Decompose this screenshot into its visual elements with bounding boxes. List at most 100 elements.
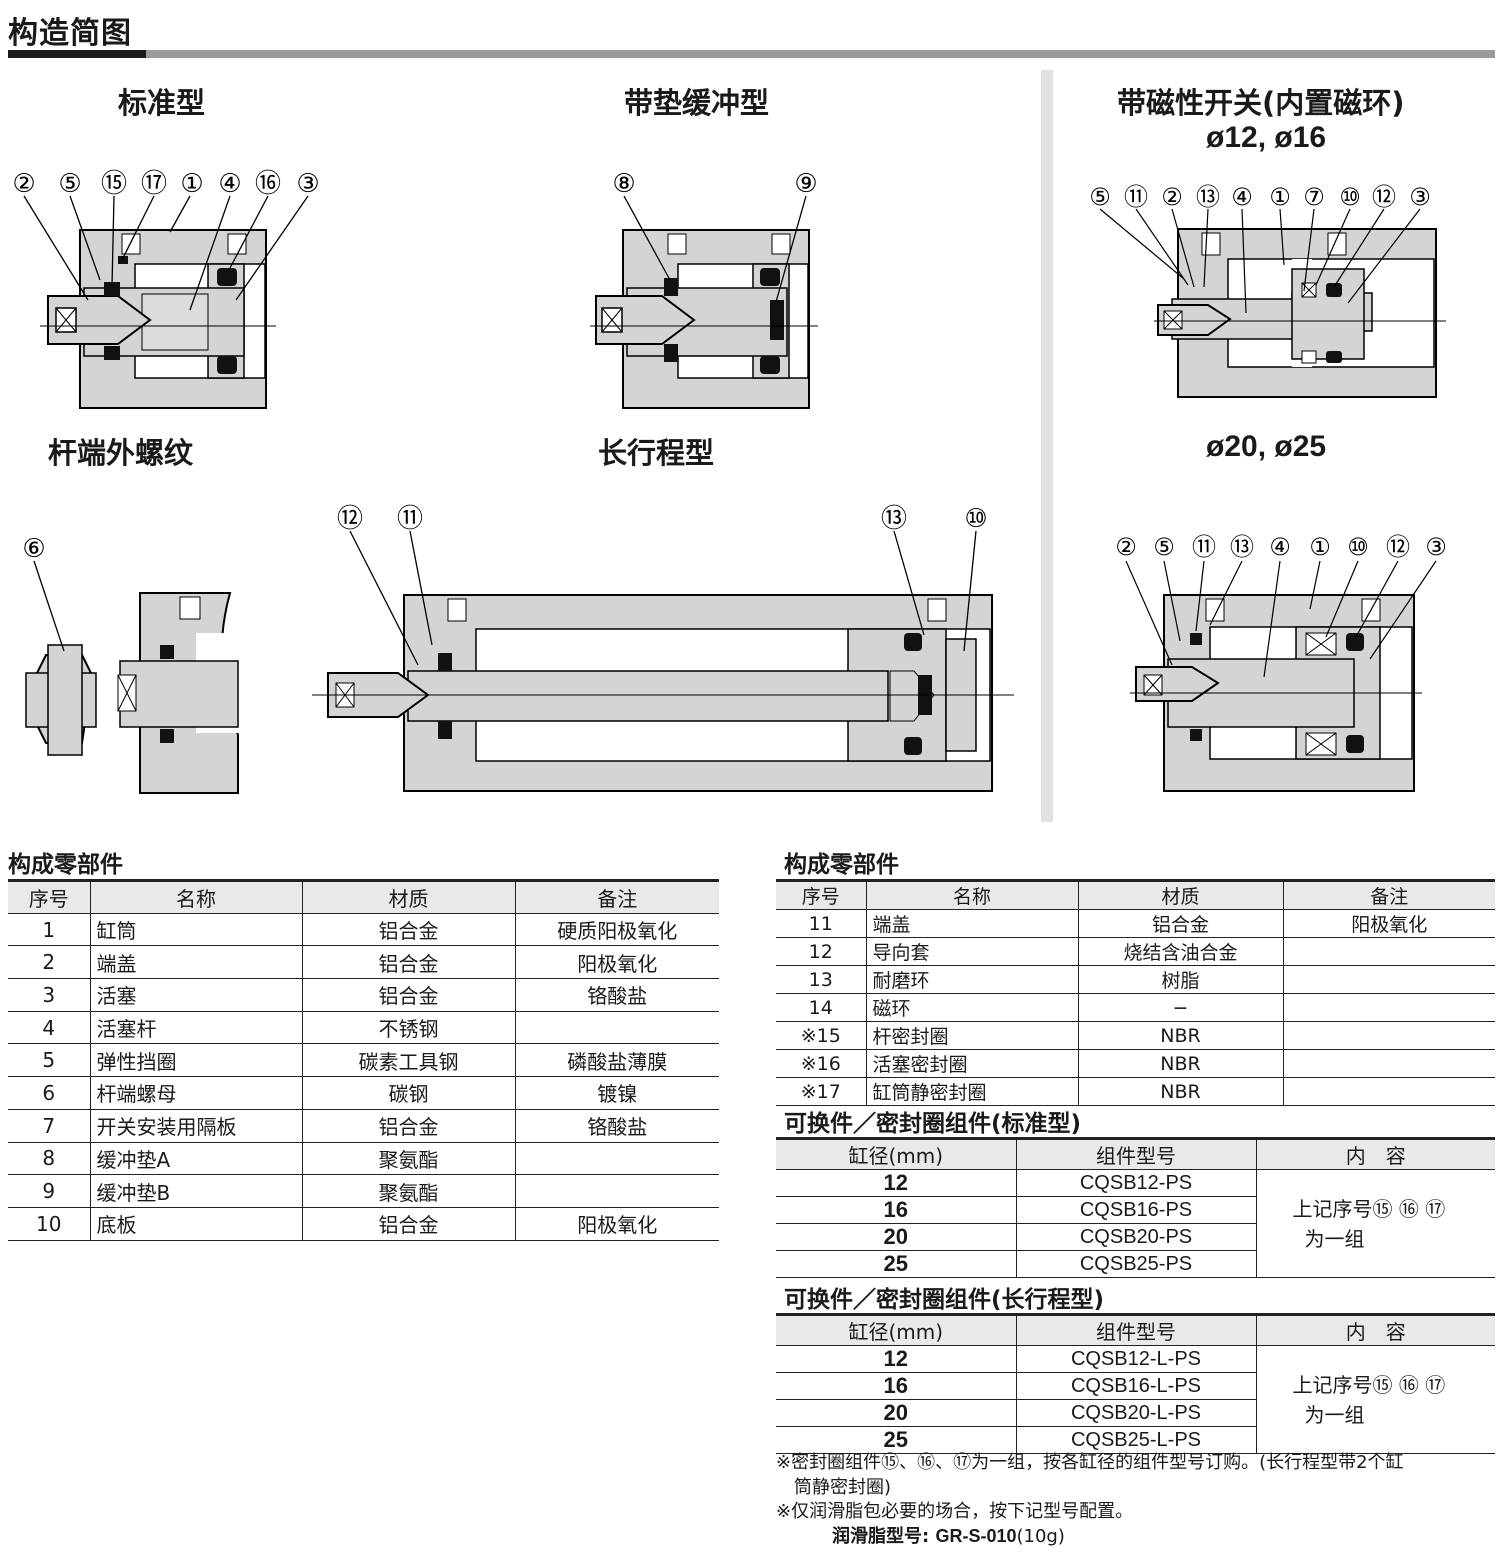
- large-bore-title: ø20, ø25: [1206, 430, 1327, 463]
- col-header-material: 材质: [1077, 879, 1283, 910]
- part-note: 阳极氧化: [514, 945, 719, 980]
- part-no: ※15: [776, 1021, 866, 1050]
- small-bore-callout-leaders: [1099, 208, 1421, 314]
- grease-note: ※仅润滑脂包必要的场合，按下记型号配置。: [776, 1501, 1134, 1522]
- part-note: 铬酸盐: [514, 1109, 719, 1143]
- rod-thread-callout-leaders: [33, 560, 65, 652]
- kit-bore: 16: [776, 1196, 1016, 1224]
- cushion-type-title: 带垫缓冲型: [624, 86, 770, 120]
- col-header-model: 组件型号: [1015, 1313, 1256, 1346]
- part-note: [514, 1142, 719, 1176]
- callout-label: ①: [1269, 183, 1291, 211]
- part-no: ※17: [776, 1077, 866, 1106]
- part-no: 5: [8, 1043, 90, 1078]
- callout-label: ⑨: [794, 169, 817, 199]
- part-material: 铝合金: [301, 945, 515, 980]
- callout-label: ①: [1309, 533, 1331, 561]
- parts-table-2-title: 构成零部件: [784, 852, 899, 878]
- part-material: 碳素工具钢: [301, 1043, 515, 1078]
- callout-label: ⑥: [22, 534, 45, 564]
- callout-label: ③: [1409, 183, 1431, 211]
- part-note: [1282, 993, 1495, 1022]
- kit-model: CQSB20-L-PS: [1015, 1399, 1256, 1427]
- part-material: 不锈钢: [301, 1011, 515, 1045]
- col-header-material: 材质: [301, 879, 515, 914]
- callout-label: ⑩: [1347, 533, 1369, 561]
- part-note: [1282, 965, 1495, 994]
- small-bore-cylinder-body: [1154, 228, 1446, 398]
- part-material: 铝合金: [301, 1207, 515, 1241]
- part-note: 镀镍: [514, 1076, 719, 1110]
- part-material: 树脂: [1077, 965, 1283, 994]
- kit-model: CQSB20-PS: [1015, 1223, 1256, 1251]
- table-row: 12 CQSB12-PS 上记序号⑮ ⑯ ⑰ 为一组: [776, 1169, 1495, 1278]
- kit-bore: 12: [776, 1169, 1016, 1197]
- grease-model-line: 润滑脂型号: GR-S-010(10g): [832, 1524, 1065, 1549]
- part-name: 杆端螺母: [89, 1076, 302, 1110]
- large-bore-cylinder-body: [1130, 594, 1422, 792]
- callout-label: ①: [180, 169, 203, 199]
- callout-label: ②: [1115, 533, 1137, 561]
- part-name: 导向套: [865, 937, 1078, 966]
- kit-content-line1: 上记序号⑮ ⑯ ⑰: [1292, 1372, 1446, 1397]
- long-stroke-callout-labels: ⑫ ⑪ ⑬ ⑩: [337, 504, 988, 534]
- part-no: 7: [8, 1109, 90, 1143]
- part-no: 2: [8, 945, 90, 980]
- part-note: [1282, 1021, 1495, 1050]
- kit-content-line2: 为一组: [1304, 1402, 1365, 1427]
- callout-label: ②: [1161, 183, 1183, 211]
- table-header-row: 序号 名称 材质 备注: [8, 879, 719, 914]
- part-material: 聚氨酯: [301, 1174, 515, 1208]
- callout-label: ⑫: [1386, 533, 1410, 561]
- callout-label: ③: [1425, 533, 1447, 561]
- kit-model: CQSB12-PS: [1015, 1169, 1256, 1197]
- grease-model: GR-S-010: [935, 1526, 1017, 1546]
- kit-model: CQSB16-PS: [1015, 1196, 1256, 1224]
- callout-label: ⑩: [964, 504, 987, 534]
- auto-switch-small-bore-drawing: ⑤ ⑪ ② ⑬ ④ ① ⑦ ⑩ ⑫ ③: [1089, 183, 1446, 398]
- part-material: −: [1077, 993, 1283, 1022]
- part-name: 底板: [89, 1207, 302, 1241]
- large-bore-callout-leaders: [1125, 560, 1437, 678]
- long-stroke-title: 长行程型: [598, 436, 715, 470]
- part-no: 1: [8, 913, 90, 947]
- kit-bore: 25: [776, 1426, 1016, 1454]
- part-no: 8: [8, 1142, 90, 1176]
- grease-quantity: (10g): [1016, 1526, 1065, 1547]
- callout-label: ⑪: [397, 504, 423, 534]
- cushion-type-drawing: ⑧ ⑨: [590, 169, 818, 409]
- col-header-note: 备注: [514, 879, 719, 914]
- kit-standard-table: 缸径(mm) 组件型号 内 容 12 CQSB12-PS 上记序号⑮ ⑯ ⑰ 为…: [776, 1137, 1495, 1278]
- part-note: [1282, 1077, 1495, 1106]
- callout-label: ②: [12, 169, 35, 199]
- title-rule: [8, 50, 1495, 58]
- part-material: 烧结含油合金: [1077, 937, 1283, 966]
- cushion-cylinder-body: [590, 229, 818, 409]
- kit-model: CQSB12-L-PS: [1015, 1345, 1256, 1373]
- kit-content: 上记序号⑮ ⑯ ⑰ 为一组: [1255, 1169, 1495, 1278]
- small-bore-callout-labels: ⑤ ⑪ ② ⑬ ④ ① ⑦ ⑩ ⑫ ③: [1089, 183, 1431, 211]
- kit-content-line1: 上记序号⑮ ⑯ ⑰: [1292, 1196, 1446, 1221]
- part-material: 聚氨酯: [301, 1142, 515, 1176]
- part-material: 碳钢: [301, 1076, 515, 1110]
- part-note: 阳极氧化: [514, 1207, 719, 1241]
- parts-table-1-title: 构成零部件: [8, 852, 123, 878]
- part-no: 6: [8, 1076, 90, 1110]
- kit-model: CQSB25-L-PS: [1015, 1426, 1256, 1454]
